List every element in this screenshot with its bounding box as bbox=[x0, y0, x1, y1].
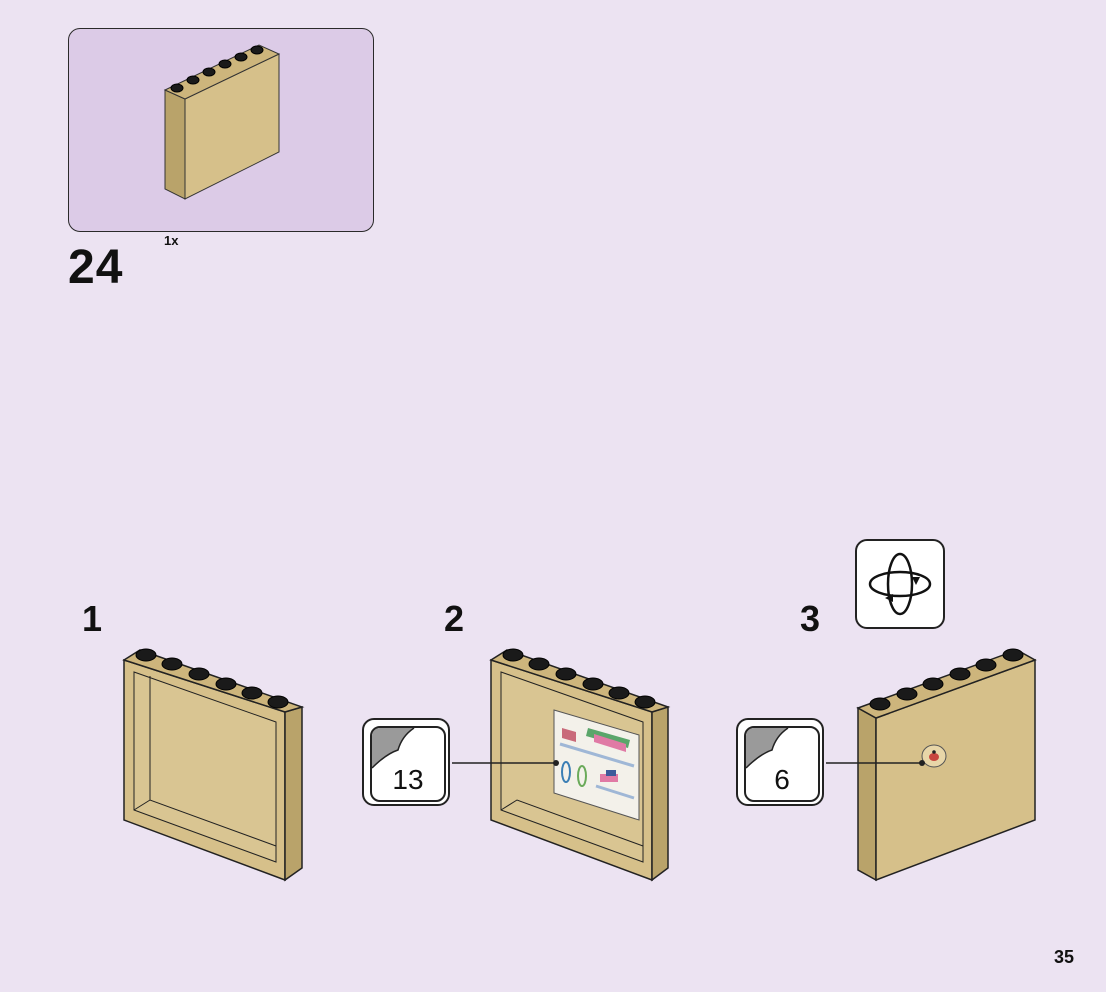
sticker-number: 13 bbox=[392, 764, 424, 795]
wall-panel-front-view-3 bbox=[826, 648, 1037, 882]
wall-panel-back-view-1 bbox=[122, 648, 305, 882]
sticker-callout-6: 6 bbox=[736, 718, 824, 806]
substep-label-1: 1 bbox=[82, 598, 103, 639]
page-number: 35 bbox=[1054, 947, 1075, 967]
sticker-peel-icon bbox=[372, 728, 415, 769]
substep-label-2: 2 bbox=[444, 598, 465, 639]
rotate-model-callout bbox=[855, 539, 945, 629]
tan-wall-panel-part-icon bbox=[163, 44, 281, 200]
part-quantity: 1x bbox=[164, 233, 179, 248]
substep-label-3: 3 bbox=[800, 598, 821, 639]
shelf-sticker bbox=[553, 709, 640, 821]
wall-panel-back-view-2 bbox=[452, 648, 671, 882]
sticker-peel-icon bbox=[746, 728, 789, 769]
step-number: 24 bbox=[68, 241, 124, 294]
sticker-callout-13: 13 bbox=[362, 718, 450, 806]
parts-callout: 1x bbox=[68, 28, 374, 248]
sticker-number: 6 bbox=[774, 764, 790, 795]
rotate-model-icon bbox=[868, 552, 932, 616]
ladybug-sticker bbox=[921, 744, 947, 768]
